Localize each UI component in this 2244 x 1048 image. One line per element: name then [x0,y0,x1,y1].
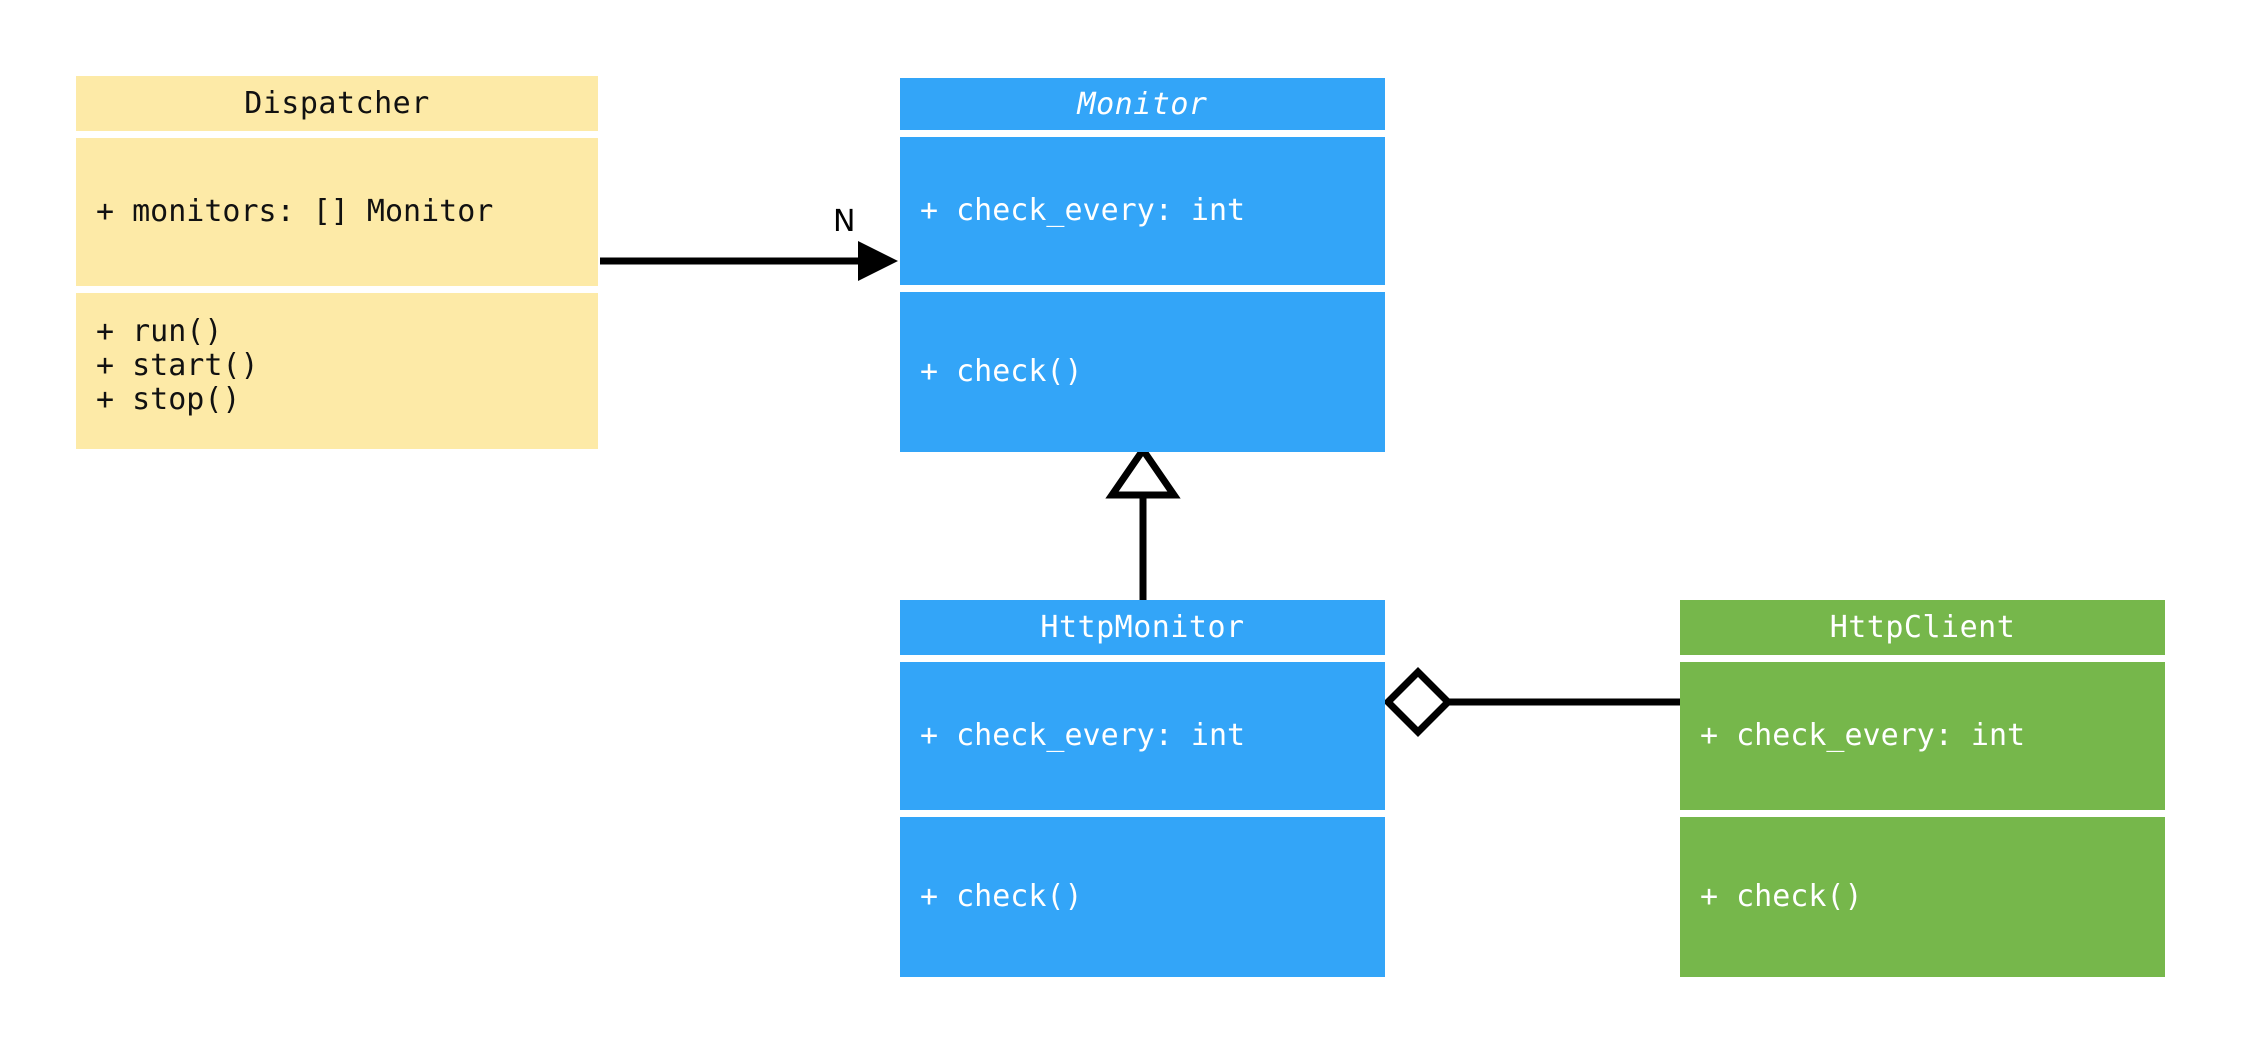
class-methods-compartment-monitor: + check() [900,292,1385,452]
class-attributes-dispatcher: + monitors: [] Monitor [96,194,494,229]
class-methods-dispatcher: + run() + start() + stop() [96,314,259,417]
class-methods-http-client: + check() [1700,879,1863,914]
class-box-dispatcher[interactable]: Dispatcher + monitors: [] Monitor + run(… [76,76,598,449]
class-attributes-compartment-dispatcher: + monitors: [] Monitor [76,138,598,286]
class-name-monitor: Monitor [1077,86,1208,122]
class-box-monitor[interactable]: Monitor + check_every: int + check() [900,78,1385,452]
class-name-http-monitor: HttpMonitor [1040,610,1245,645]
class-name-http-client: HttpClient [1829,610,2016,645]
class-name-dispatcher: Dispatcher [244,86,430,121]
edge-label-multiplicity-n: N [833,204,856,239]
edge-httpmonitor-to-monitor [1105,443,1181,600]
class-attributes-compartment-http-client: + check_every: int [1680,662,2165,810]
hollow-diamond-icon [1383,667,1453,737]
class-attributes-http-monitor: + check_every: int [920,718,1246,753]
hollow-triangle-icon [1105,443,1181,499]
class-methods-compartment-dispatcher: + run() + start() + stop() [76,293,598,449]
class-attributes-compartment-http-monitor: + check_every: int [900,662,1385,810]
open-arrow-icon [858,241,898,281]
class-title-compartment-http-monitor: HttpMonitor [900,600,1385,655]
class-methods-monitor: + check() [920,354,1083,389]
edge-httpmonitor-to-httpclient [1383,667,1680,737]
class-attributes-monitor: + check_every: int [920,193,1246,228]
class-box-http-monitor[interactable]: HttpMonitor + check_every: int + check() [900,600,1385,977]
class-title-compartment-dispatcher: Dispatcher [76,76,598,131]
class-attributes-http-client: + check_every: int [1700,718,2026,753]
class-methods-http-monitor: + check() [920,879,1083,914]
class-title-compartment-http-client: HttpClient [1680,600,2165,655]
class-box-http-client[interactable]: HttpClient + check_every: int + check() [1680,600,2165,977]
class-methods-compartment-http-client: + check() [1680,817,2165,977]
class-methods-compartment-http-monitor: + check() [900,817,1385,977]
class-attributes-compartment-monitor: + check_every: int [900,137,1385,285]
class-title-compartment-monitor: Monitor [900,78,1385,130]
edge-dispatcher-to-monitor [600,241,898,281]
